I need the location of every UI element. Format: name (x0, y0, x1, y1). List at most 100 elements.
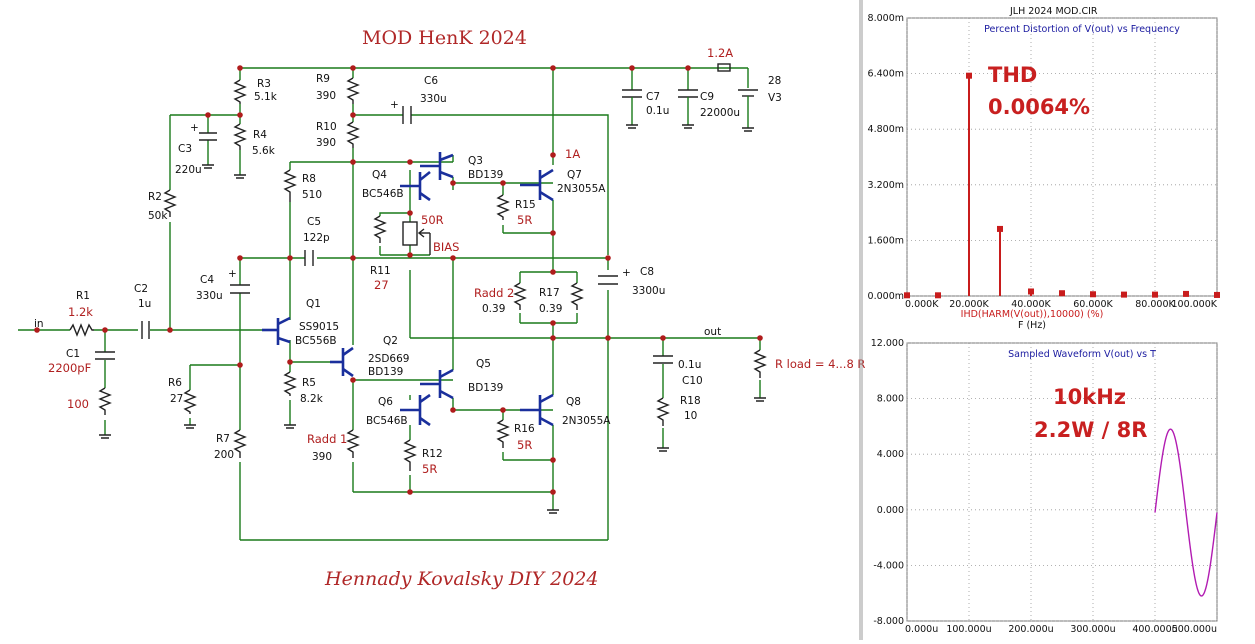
transistor-q1 (262, 316, 291, 345)
resistor-r12 (403, 439, 417, 471)
harmonic-point (1090, 291, 1096, 298)
label-r4-value: 5.6k (252, 145, 276, 157)
label-radd2-value: 0.39 (482, 303, 505, 315)
plot-frame (906, 342, 1218, 622)
resistor-r5 (283, 371, 297, 396)
label-q4-value: BC546B (362, 188, 404, 200)
y-tick-label: 12.000 (871, 338, 904, 349)
x-tick-label: 100.000u (946, 624, 991, 635)
harmonic-point (1059, 290, 1065, 297)
capacitor-c7 (622, 89, 642, 125)
label-c5: C5 (307, 216, 321, 228)
label-radd1-value: 390 (312, 451, 332, 463)
transistor-q4 (400, 170, 431, 202)
harmonic-point (1183, 290, 1189, 297)
label-r8-value: 510 (302, 189, 322, 201)
y-tick-label: 4.800m (868, 124, 904, 135)
label-r7: R7 (216, 433, 230, 445)
amplifier-schematic: MOD HenK 2024 Hennady Kovalsky DIY 2024 (18, 27, 865, 590)
label-c1: C1 (66, 348, 80, 360)
label-r1: R1 (76, 290, 90, 302)
resistor-r6 (183, 389, 197, 414)
label-v3-voltage: 28 (768, 75, 781, 87)
label-c8: C8 (640, 266, 654, 278)
label-r6: R6 (168, 377, 182, 389)
label-q6: Q6 (378, 396, 393, 408)
label-pot: 50R (421, 213, 444, 227)
label-c3-value: 220u (175, 164, 202, 176)
y-tick-label: 8.000 (877, 394, 904, 405)
y-tick-label: 6.400m (868, 69, 904, 80)
label-in: in (34, 318, 44, 330)
schematic-author: Hennady Kovalsky DIY 2024 (324, 568, 599, 590)
label-r9-value: 390 (316, 90, 336, 102)
label-q5-value: BD139 (468, 382, 503, 394)
label-q2-type-b: BD139 (368, 366, 403, 378)
simulation-plots: JLH 2024 MOD.CIR 0.000m1.600m3.200m4.800… (859, 0, 1220, 640)
x-tick-label: 20.000K (949, 299, 989, 310)
junction-nodes (34, 65, 763, 495)
harmonic-point (1028, 288, 1034, 295)
harmonic-point (1152, 291, 1158, 298)
label-c4-value: 330u (196, 290, 223, 302)
label-c10-value: 0.1u (678, 359, 701, 371)
label-r8: R8 (302, 173, 316, 185)
label-c8-value: 3300u (632, 285, 665, 297)
svg-text:+: + (190, 122, 199, 134)
x-tick-label: 40.000K (1011, 299, 1051, 310)
label-q8: Q8 (566, 396, 581, 408)
label-bias: BIAS (433, 240, 459, 254)
thd-note-label: THD (988, 63, 1037, 87)
harmonic-point (1121, 291, 1127, 298)
label-c1-value: 2200pF (48, 361, 91, 375)
label-r11: R11 (370, 265, 391, 277)
y-tick-label: 0.000 (877, 505, 904, 516)
capacitor-c9 (678, 89, 698, 125)
label-r17-value: 0.39 (539, 303, 562, 315)
label-r18: R18 (680, 395, 701, 407)
resistor-r4 (233, 123, 247, 150)
transistor-q2 (330, 346, 354, 378)
frequency-note: 10kHz (1053, 385, 1126, 409)
label-c2-value: 1u (138, 298, 151, 310)
label-r18-value: 10 (684, 410, 697, 422)
label-q3-value: BD139 (468, 169, 503, 181)
resistor-rload (753, 349, 767, 378)
label-radd1: Radd 1 (307, 432, 347, 446)
resistor-r8 (283, 169, 297, 202)
resistor-r7 (233, 429, 247, 458)
label-r2: R2 (148, 191, 162, 203)
transistor-q3 (420, 152, 454, 180)
label-r5-value: 8.2k (300, 393, 324, 405)
power-note: 2.2W / 8R (1034, 418, 1147, 442)
transistor-q6 (400, 393, 431, 427)
capacitor-c3 (199, 132, 217, 141)
label-out: out (704, 326, 721, 338)
x-tick-label: 400.000u (1132, 624, 1177, 635)
resistor-r9 (346, 77, 360, 104)
label-c10: C10 (682, 375, 703, 387)
harmonic-point (904, 292, 910, 299)
label-c9-value: 22000u (700, 107, 740, 119)
y-tick-label: 4.000 (877, 449, 904, 460)
label-q7-value: 2N3055A (557, 183, 606, 195)
label-r16-value: 5R (517, 438, 532, 452)
y-tick-label: 8.000m (868, 13, 904, 24)
label-c7-value: 0.1u (646, 105, 669, 117)
label-r1-value: 1.2k (68, 305, 93, 319)
label-r10: R10 (316, 121, 337, 133)
resistor-c1-series (98, 387, 112, 415)
label-q2-type-a: 2SD669 (368, 353, 409, 365)
svg-text:+: + (390, 99, 399, 111)
resistor-r2 (163, 189, 177, 217)
label-fuse: 1.2A (707, 46, 733, 60)
ground-symbols (99, 124, 766, 514)
label-q1: Q1 (306, 298, 321, 310)
label-current: 1A (565, 147, 580, 161)
label-c9: C9 (700, 91, 714, 103)
transistor-q7 (520, 168, 554, 202)
label-q2: Q2 (383, 335, 398, 347)
harmonic-point (1214, 291, 1220, 298)
label-q7: Q7 (567, 169, 582, 181)
label-r9: R9 (316, 73, 330, 85)
